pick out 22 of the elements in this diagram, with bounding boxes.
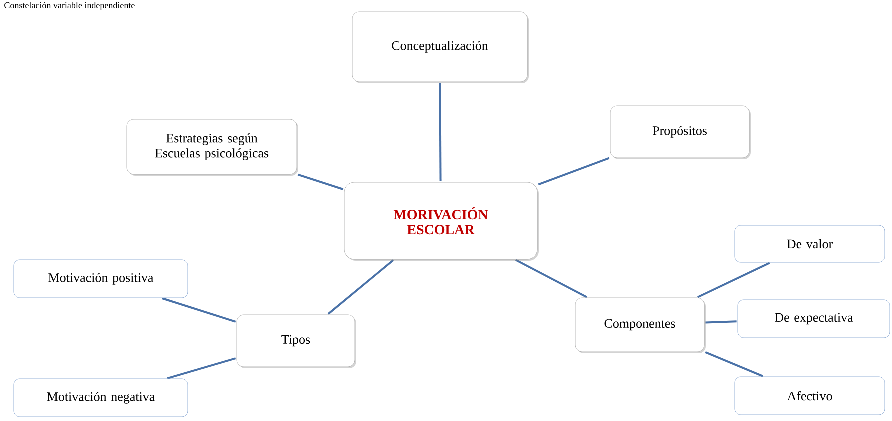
connector-line: [515, 259, 588, 298]
connector-line: [298, 174, 344, 190]
subtopic-box: De expectativa: [738, 300, 890, 338]
connector-line: [706, 320, 737, 324]
central-topic-box: MORIVACIÓN ESCOLAR: [344, 182, 539, 261]
topic-box: Propósitos: [610, 106, 751, 160]
topic-box: Estrategias según Escuelas psicológicas: [126, 119, 298, 176]
connector-line: [328, 260, 394, 315]
connector-line: [162, 298, 236, 323]
connector-line: [698, 262, 770, 298]
topic-box: Tipos: [236, 314, 356, 368]
topic-box: Conceptualización: [352, 12, 529, 84]
connector-line: [538, 157, 610, 186]
subtopic-box: Motivación positiva: [14, 260, 188, 298]
subtopic-box: De valor: [734, 225, 886, 263]
connector-line: [705, 351, 764, 378]
subtopic-box: Motivación negativa: [14, 378, 188, 418]
connector-line: [439, 83, 442, 182]
subtopic-box: Afectivo: [734, 376, 886, 416]
figure-title: Constelación variable independiente: [4, 2, 135, 10]
connector-line: [167, 358, 236, 380]
topic-box: Componentes: [575, 298, 706, 354]
